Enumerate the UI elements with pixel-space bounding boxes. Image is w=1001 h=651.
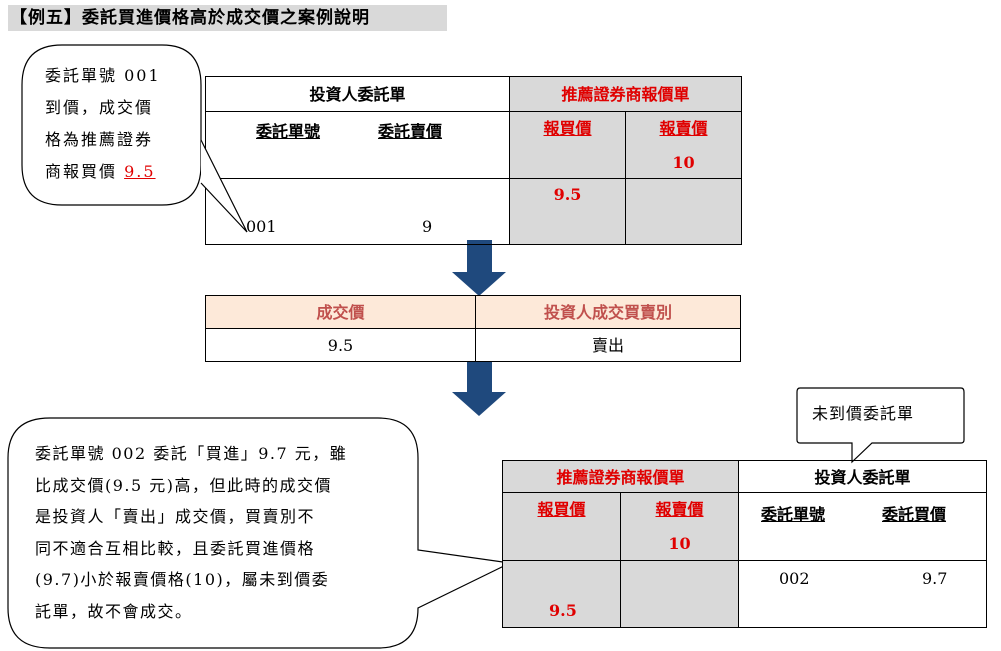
order-no: 002	[779, 569, 810, 588]
callout2-shape	[7, 417, 513, 649]
trade-price-header: 成交價	[205, 295, 476, 329]
trade-side-header: 投資人成交買賣別	[475, 295, 741, 329]
callout-line: 比成交價(9.5 元)高，但此時的成交價	[35, 475, 333, 495]
investor-order-row: 002 9.7	[738, 560, 987, 628]
callout-line: 委託單號 002 委託「買進」9.7 元，雖	[35, 444, 348, 463]
sell-price-label: 委託賣價	[378, 122, 443, 141]
callout-line: 同不適合互相比較，且委託買進價格	[35, 538, 316, 558]
trade-side: 賣出	[475, 328, 741, 362]
unfilled-order-label: 未到價委託單	[812, 404, 915, 423]
bid-highlight: 9.5	[124, 162, 156, 181]
bid-cell: 9.5	[502, 560, 621, 628]
order-no: 001	[246, 217, 277, 236]
investor-order-row: 001 9	[205, 178, 510, 245]
broker-quote-header: 推薦證券商報價單	[502, 460, 739, 493]
bid-cell: 9.5	[509, 178, 626, 245]
callout2-text: 委託單號 002 委託「買進」9.7 元，雖 比成交價(9.5 元)高，但此時的…	[35, 438, 347, 627]
trade-price: 9.5	[205, 328, 476, 362]
callout-unfilled-shape	[796, 387, 965, 464]
callout-line: 商報買價 9.5	[45, 162, 156, 181]
callout1-shape	[21, 44, 202, 206]
sell-price: 9	[422, 217, 433, 236]
bid-header: 報買價	[509, 111, 626, 179]
callout-line: 託單，故不會成交。	[35, 601, 193, 621]
ask-cell	[620, 560, 739, 628]
investor-order-header: 投資人委託單	[205, 76, 510, 112]
order-no-label: 委託單號	[761, 505, 826, 524]
buy-price: 9.7	[922, 569, 948, 588]
investor-order-header: 投資人委託單	[738, 460, 987, 493]
investor-subheader: 委託單號 委託賣價	[205, 111, 510, 179]
ask-value: 10	[668, 534, 691, 553]
callout-line: 格為推薦證券	[45, 130, 154, 149]
callout-line: 到價，成交價	[45, 98, 154, 117]
investor-subheader: 委託單號 委託買價	[738, 492, 987, 561]
ask-cell	[625, 178, 742, 245]
callout1-text: 委託單號 001 到價，成交價 格為推薦證券 商報買價 9.5	[45, 60, 161, 188]
callout-line: 委託單號 001	[45, 66, 161, 85]
callout-line: 是投資人「賣出」成交價，買賣別不	[35, 507, 316, 526]
down-arrow-icon	[452, 240, 506, 296]
page-title: 【例五】委託買進價格高於成交價之案例說明	[8, 5, 447, 31]
broker-quote-header: 推薦證券商報價單	[509, 76, 742, 112]
order-no-label: 委託單號	[256, 122, 321, 141]
buy-price-label: 委託買價	[882, 505, 947, 524]
down-arrow-icon	[452, 362, 506, 416]
callout-line: (9.7)小於報賣價格(10)，屬未到價委	[35, 570, 330, 589]
bid-header: 報買價	[502, 492, 621, 561]
ask-value: 10	[672, 153, 695, 172]
